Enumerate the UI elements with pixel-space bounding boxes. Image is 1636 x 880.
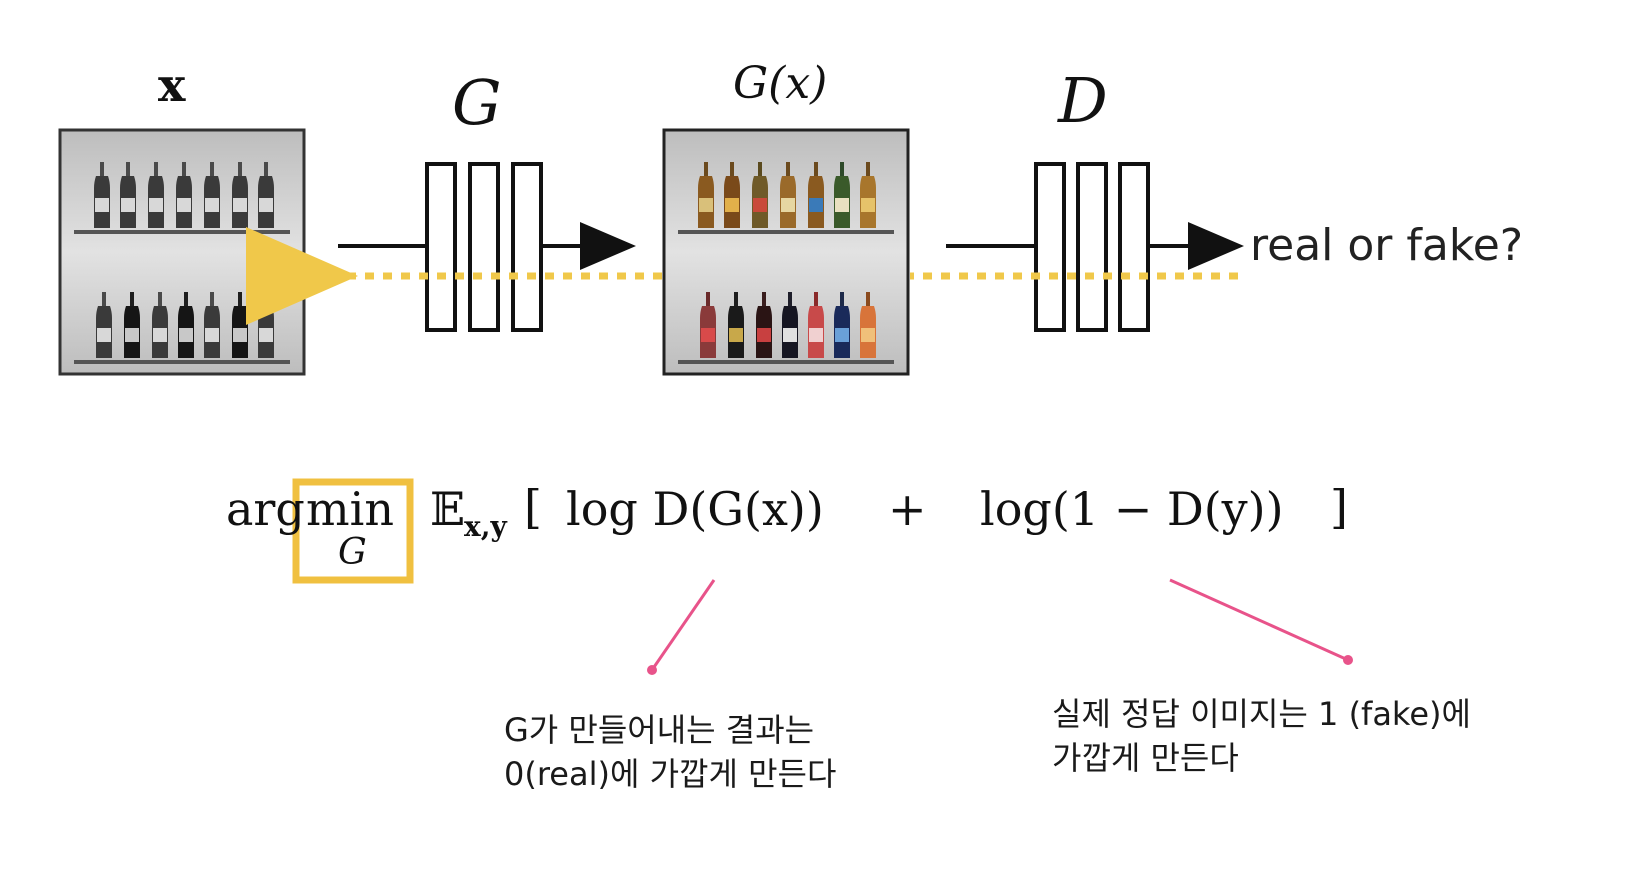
- generated-image-panel: [662, 128, 910, 376]
- formula-expectation: 𝔼: [430, 482, 466, 536]
- formula-bracket-open: [: [524, 480, 542, 534]
- formula-min-subscript: G: [338, 532, 367, 573]
- generated-label: G(x): [733, 58, 828, 109]
- formula-arg: arg: [226, 482, 305, 536]
- annotation-left-line1: G가 만들어내는 결과는: [504, 711, 815, 749]
- generator-label: G: [452, 66, 502, 139]
- min-g-highlight-box: [292, 478, 414, 584]
- input-label: x: [158, 58, 186, 112]
- discriminator-network-icon: [1034, 162, 1150, 332]
- output-question-label: real or fake?: [1250, 220, 1524, 271]
- formula-bracket-close: ]: [1330, 480, 1348, 534]
- annotation-pointer-left: [647, 579, 716, 675]
- annotation-pointer-right: [1169, 578, 1353, 665]
- formula-min: min: [306, 482, 394, 536]
- formula-plus: +: [888, 482, 927, 536]
- formula-expectation-subscript: x,y: [464, 510, 507, 543]
- input-image-panel: [58, 128, 306, 376]
- annotation-right-line1: 실제 정답 이미지는 1 (fake)에: [1052, 695, 1471, 733]
- formula-term-real: log(1 − D(y)): [980, 482, 1284, 536]
- generator-network-icon: [425, 162, 543, 332]
- formula-term-generator: log D(G(x)): [566, 482, 824, 536]
- discriminator-label: D: [1058, 64, 1108, 137]
- annotation-right-line2: 가깝게 만든다: [1052, 739, 1239, 777]
- color-bottle-row-bottom: [700, 292, 876, 358]
- annotation-left-line2: 0(real)에 가깝게 만든다: [504, 755, 837, 793]
- color-bottle-row-top: [698, 162, 876, 228]
- annotation-left: G가 만들어내는 결과는 0(real)에 가깝게 만든다: [504, 708, 836, 796]
- annotation-right: 실제 정답 이미지는 1 (fake)에 가깝게 만든다: [1052, 692, 1471, 780]
